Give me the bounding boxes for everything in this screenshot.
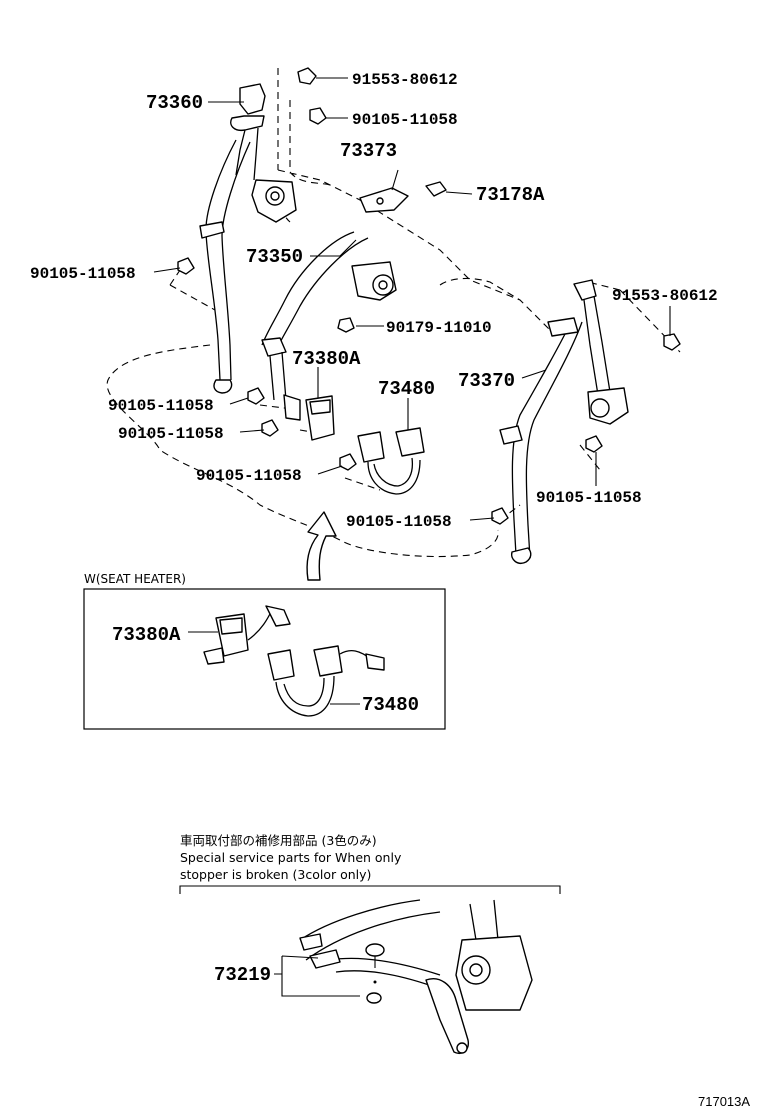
callout-90105-right: 90105-11058 xyxy=(536,489,642,507)
callout-73350: 73350 xyxy=(246,246,303,268)
callout-73178A: 73178A xyxy=(476,184,545,206)
retractor-73370 xyxy=(499,279,629,564)
service-parts-section: 車両取付部の補修用部品 (3色のみ) Special service parts… xyxy=(179,833,561,1054)
service-note-en-1: Special service parts for When only xyxy=(180,850,402,865)
callout-90105-b: 90105-11058 xyxy=(118,425,224,443)
leader-lines xyxy=(153,77,671,521)
callout-73373: 73373 xyxy=(340,140,397,162)
retractor-73360 xyxy=(230,83,297,223)
seat-heater-title: W(SEAT HEATER) xyxy=(84,572,186,586)
service-note-en-2: stopper is broken (3color only) xyxy=(180,867,371,882)
callout-73480-heater: 73480 xyxy=(362,694,419,716)
callout-90179: 90179-11010 xyxy=(386,319,492,337)
bolt-set xyxy=(177,67,681,525)
seat-heater-frame xyxy=(83,588,446,730)
callout-90105-left: 90105-11058 xyxy=(30,265,136,283)
buckle-73480 xyxy=(357,427,425,495)
callout-73480: 73480 xyxy=(378,378,435,400)
callout-90105-top: 90105-11058 xyxy=(352,111,458,129)
callout-90105-a: 90105-11058 xyxy=(108,397,214,415)
retractor-73350 xyxy=(261,231,397,421)
left-belt-webbing xyxy=(199,139,251,394)
callout-73380A-heater: 73380A xyxy=(112,624,181,646)
callout-73370: 73370 xyxy=(458,370,515,392)
service-note-jp: 車両取付部の補修用部品 (3色のみ) xyxy=(180,833,377,848)
figure-number: 717013A xyxy=(698,1094,750,1109)
callout-90105-c: 90105-11058 xyxy=(196,467,302,485)
buckle-73380A-heater xyxy=(203,605,291,665)
callout-91553-right: 91553-80612 xyxy=(612,287,718,305)
guide-73373 xyxy=(359,181,447,213)
callout-73380A: 73380A xyxy=(292,348,361,370)
arrow-up-icon xyxy=(306,511,337,581)
seat-heater-box: W(SEAT HEATER) 73380A 73480 xyxy=(83,572,446,730)
buckle-73380A xyxy=(305,395,335,441)
callout-73360: 73360 xyxy=(146,92,203,114)
callout-91553-top: 91553-80612 xyxy=(352,71,458,89)
callout-73219: 73219 xyxy=(214,964,271,986)
buckle-73480-heater xyxy=(267,645,385,717)
callout-90105-bottom: 90105-11058 xyxy=(346,513,452,531)
